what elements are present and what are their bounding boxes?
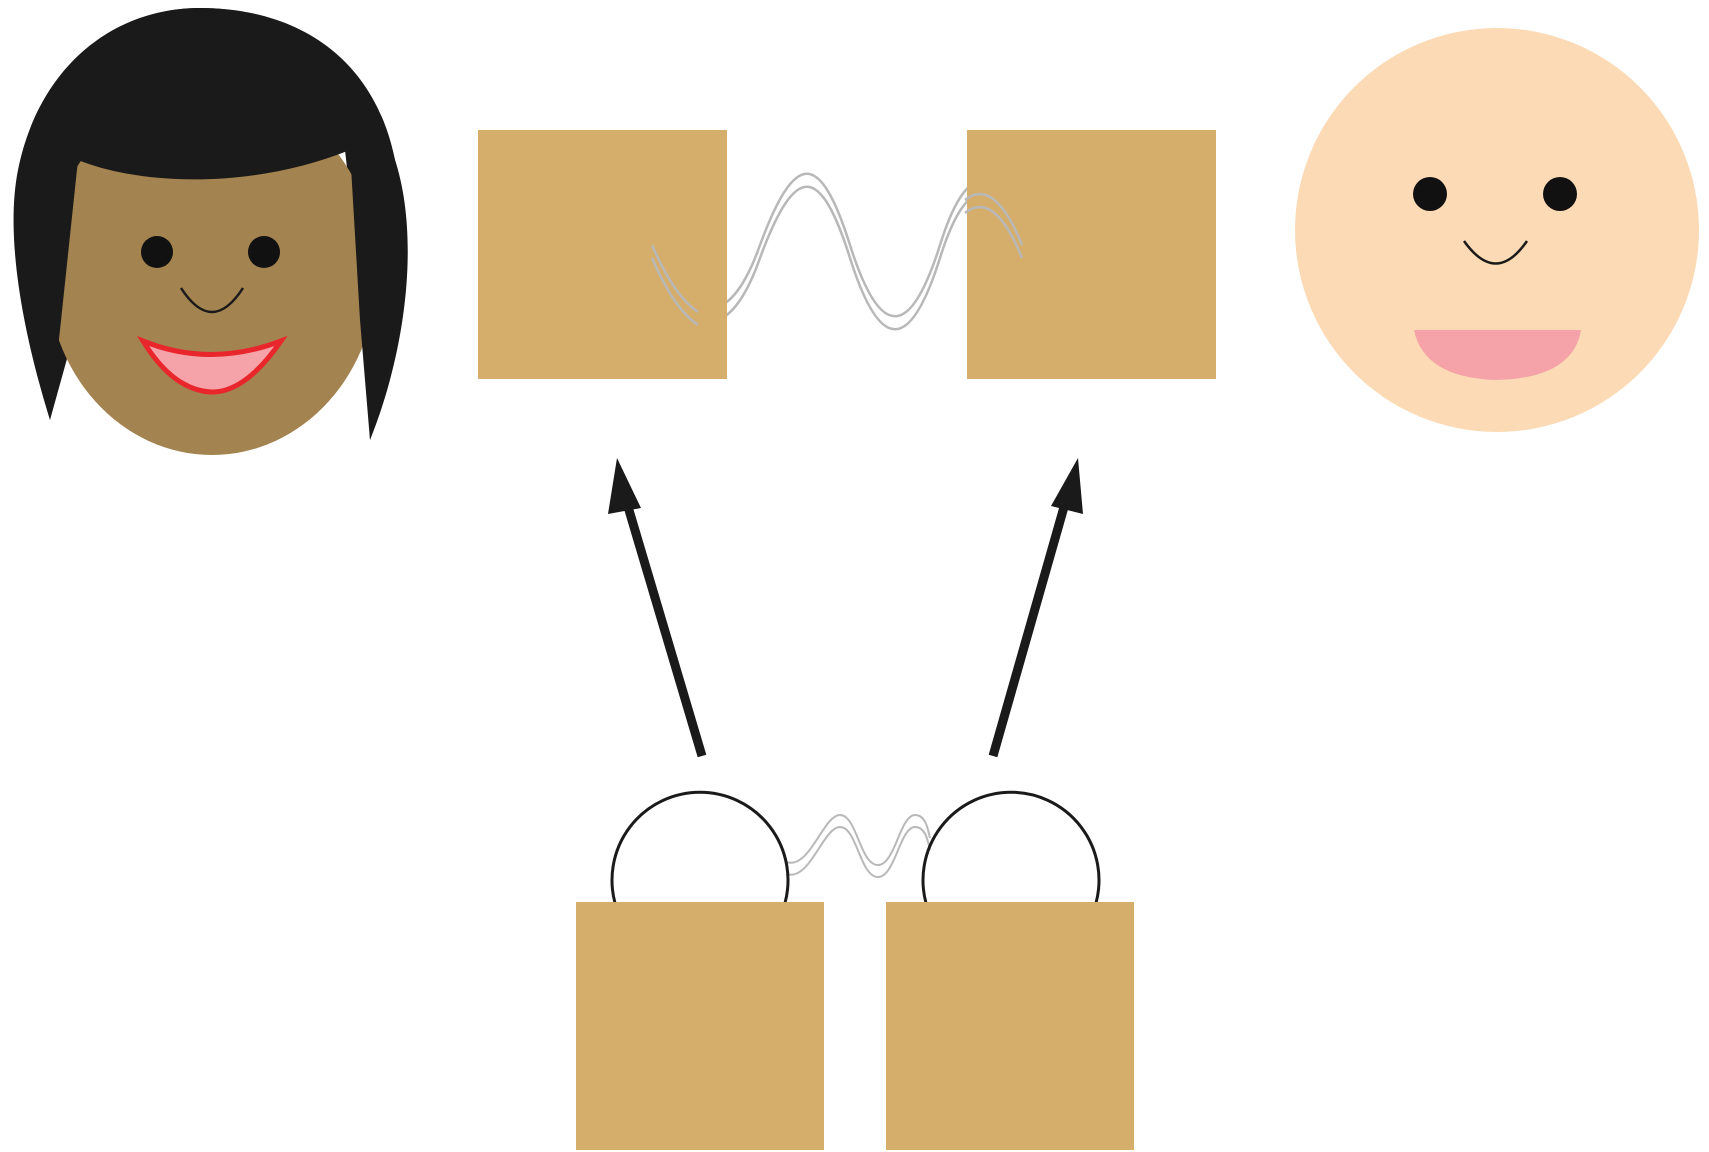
smiling-face-icon (1295, 28, 1699, 432)
bottom-right-box (886, 902, 1134, 1150)
left-arrow (608, 458, 702, 756)
left-eye (1413, 177, 1447, 211)
right-eye (248, 236, 280, 268)
top-right-box (967, 130, 1216, 379)
left-eye (141, 236, 173, 268)
woman-face-icon (14, 8, 408, 455)
right-arrow (993, 458, 1083, 756)
wavy-connection-bottom (786, 815, 930, 877)
bottom-right-circle (923, 792, 1099, 903)
top-left-box (478, 130, 727, 379)
right-eye (1543, 177, 1577, 211)
bottom-left-circle (612, 792, 788, 903)
bottom-left-box (576, 902, 824, 1150)
